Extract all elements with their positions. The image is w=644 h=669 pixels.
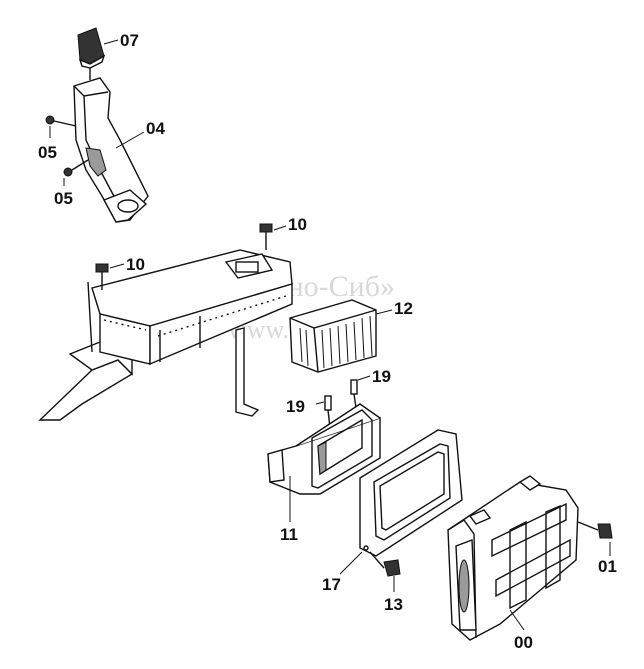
label-19-left: 19 bbox=[286, 397, 305, 416]
frame-bracket-assembly bbox=[38, 249, 293, 421]
part-10-bolt-left bbox=[95, 263, 109, 290]
part-11-duct-case bbox=[267, 403, 381, 495]
part-05-bolt-upper bbox=[45, 115, 77, 127]
part-07-knob bbox=[77, 27, 106, 80]
label-19-right: 19 bbox=[372, 367, 391, 386]
part-13-screw bbox=[369, 551, 401, 577]
label-13: 13 bbox=[384, 595, 403, 614]
part-05-bolt-lower bbox=[63, 159, 89, 177]
label-05-lower: 05 bbox=[54, 189, 73, 208]
part-19-pin-right bbox=[350, 379, 358, 409]
part-12-filter bbox=[289, 299, 377, 373]
label-12: 12 bbox=[394, 299, 413, 318]
part-10-bolt-top bbox=[259, 223, 273, 250]
label-10-top: 10 bbox=[288, 215, 307, 234]
label-04: 04 bbox=[146, 119, 165, 138]
label-00: 00 bbox=[514, 633, 533, 652]
label-01: 01 bbox=[598, 557, 617, 576]
label-11: 11 bbox=[280, 525, 298, 544]
label-05-upper: 05 bbox=[38, 143, 57, 162]
label-17: 17 bbox=[322, 575, 341, 594]
part-labels: 07 04 05 05 10 10 12 19 19 11 17 13 01 0… bbox=[38, 31, 617, 652]
part-01-screw bbox=[577, 521, 613, 539]
label-10-left: 10 bbox=[126, 255, 145, 274]
leader-lines bbox=[49, 39, 611, 631]
part-00-cover bbox=[447, 475, 579, 641]
part-17-gasket bbox=[359, 429, 463, 557]
part-04-lever-housing bbox=[73, 77, 149, 223]
label-07: 07 bbox=[120, 31, 139, 50]
